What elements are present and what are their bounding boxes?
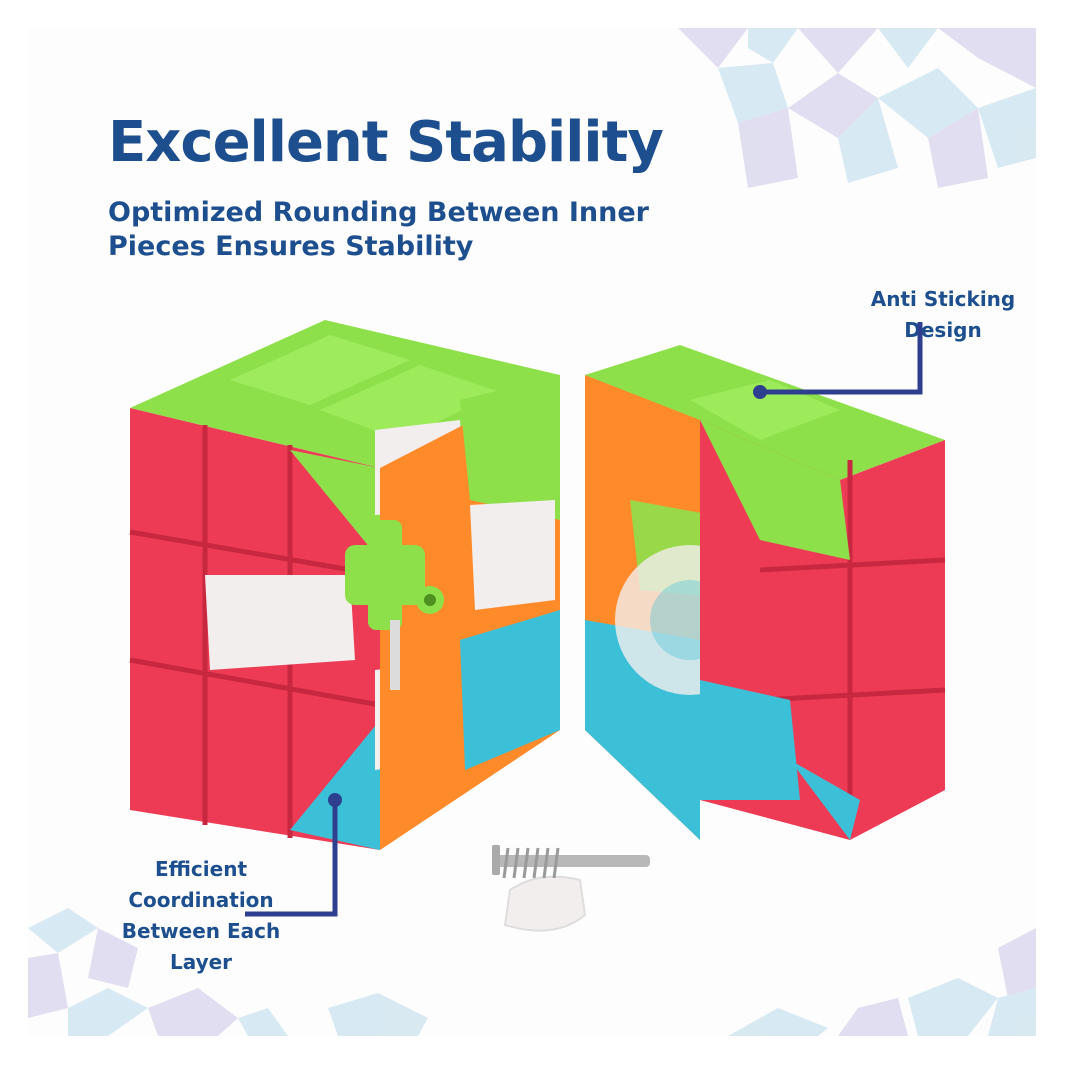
page-subtitle: Optimized Rounding Between Inner Pieces … xyxy=(108,197,650,262)
leader-line-top xyxy=(762,322,923,395)
leader-line-bottom xyxy=(245,800,338,917)
right-cube-half xyxy=(585,345,946,840)
spring-screw-illustration xyxy=(492,845,650,932)
leader-dot-bottom xyxy=(328,793,342,807)
leader-dot-top xyxy=(753,385,767,399)
cube-pattern-top-right xyxy=(678,28,1036,188)
left-cube-half xyxy=(129,320,560,850)
cube-pattern-bottom-right xyxy=(728,928,1036,1036)
callout-anti-sticking: Anti Sticking Design xyxy=(870,287,1016,342)
page-title: Excellent Stability xyxy=(108,110,664,175)
callout-coordination: Efficient Coordination Between Each Laye… xyxy=(121,857,281,974)
cube-pattern-bottom-left xyxy=(28,908,428,1036)
